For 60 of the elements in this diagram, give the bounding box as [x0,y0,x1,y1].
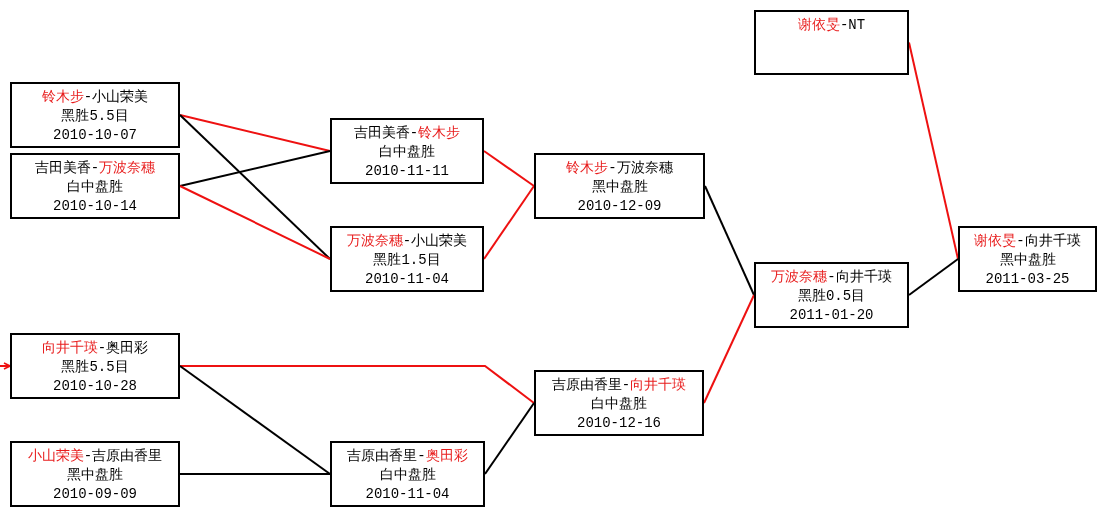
match-box [10,441,180,507]
date-text: 2010-11-04 [365,485,450,504]
match-box [534,153,705,219]
player-names: 向井千瑛-奥田彩 [41,339,149,358]
bracket-line [704,185,755,296]
match-box [330,441,485,507]
date-text: 2010-12-16 [577,414,661,433]
result-text: 白中盘胜 [67,178,123,197]
player-names: 吉原由香里-向井千瑛 [551,376,687,395]
bracket-line [0,362,11,370]
date-text: 2010-10-14 [53,197,137,216]
bracket-line [483,185,535,260]
match-box [330,118,484,184]
result-text: 黑胜1.5目 [373,251,441,270]
bracket-line [179,365,535,404]
bracket-line [179,114,331,152]
result-text: 白中盘胜 [379,466,436,485]
player-names: 吉原由香里-奥田彩 [347,447,468,466]
result-text: 黑胜5.5目 [61,358,129,377]
player-names: 谢依旻-NT [797,16,866,35]
bracket-line [484,402,535,475]
date-text: 2011-03-25 [985,270,1070,289]
bracket-line [179,365,331,475]
bracket-line [703,294,755,404]
bracket-line [908,258,959,296]
match-box [10,333,180,399]
player-names: 铃木步-万波奈穗 [566,159,673,178]
player-names: 小山荣美-吉原由香里 [27,447,163,466]
result-text: 白中盘胜 [591,395,647,414]
date-text: 2010-10-07 [53,126,137,145]
match-box [10,82,180,148]
result-text: 黑中盘胜 [67,466,123,485]
date-text: 2010-11-04 [365,270,449,289]
date-text: 2010-12-09 [577,197,662,216]
player-names: 吉田美香-铃木步 [353,124,461,143]
date-text: 2010-10-28 [53,377,137,396]
result-text: 黑中盘胜 [591,178,648,197]
date-text: 2011-01-20 [789,306,874,325]
result-text: 黑胜0.5目 [797,287,866,306]
bracket-line [179,150,331,187]
result-text: 黑胜5.5目 [61,107,129,126]
match-box [754,10,909,75]
player-names: 吉田美香-万波奈穗 [34,159,156,178]
result-text: 黑中盘胜 [999,251,1056,270]
player-names: 万波奈穗-向井千瑛 [771,268,892,287]
match-box [958,226,1097,292]
bracket-line [179,473,331,475]
player-names: 铃木步-小山荣美 [41,88,149,107]
result-text: 白中盘胜 [379,143,435,162]
match-box [754,262,909,328]
player-names: 万波奈穗-小山荣美 [346,232,468,251]
match-box [534,370,704,436]
bracket-line [179,185,331,260]
date-text: 2010-09-09 [53,485,137,504]
match-box [10,153,180,219]
bracket-line [483,150,535,187]
match-box [330,226,484,292]
date-text: 2010-11-11 [365,162,449,181]
bracket-line [179,114,331,260]
player-names: 谢依旻-向井千瑛 [974,232,1081,251]
